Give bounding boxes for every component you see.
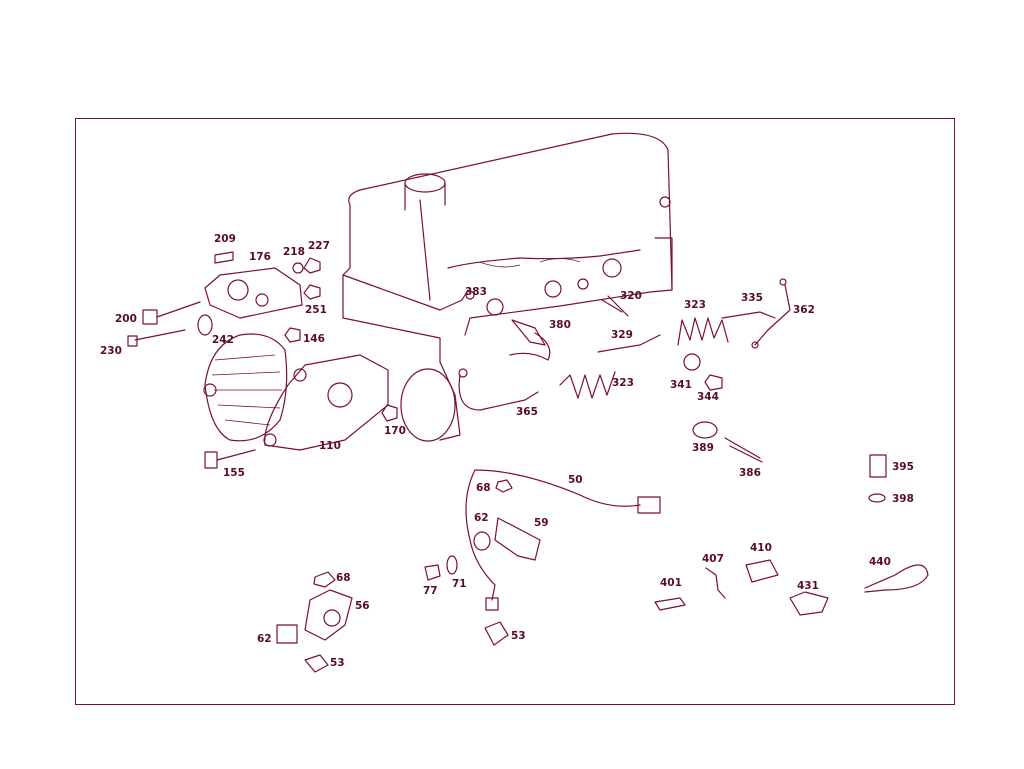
bracket-176 [204,267,303,319]
part-label-59: 59 [534,517,549,529]
part-label-320: 320 [620,290,642,302]
part-label-200: 200 [115,313,137,325]
part-label-68-left: 68 [336,572,351,584]
small-hardware [127,251,398,469]
part-label-407: 407 [702,553,724,565]
diagram-frame [75,118,955,705]
part-label-344: 344 [697,391,719,403]
part-label-77: 77 [423,585,438,597]
part-label-335: 335 [741,292,763,304]
part-label-323-lower: 323 [612,377,634,389]
lower-left-hardware [276,571,353,673]
part-label-401: 401 [660,577,682,589]
part-label-323-upper: 323 [684,299,706,311]
part-label-395: 395 [892,461,914,473]
part-label-398: 398 [892,493,914,505]
part-label-62-left: 62 [257,633,272,645]
part-label-386: 386 [739,467,761,479]
part-label-170: 170 [384,425,406,437]
part-label-71: 71 [452,578,467,590]
part-label-53-center: 53 [511,630,526,642]
sensors-and-wiring [458,278,887,503]
part-label-380: 380 [549,319,571,331]
part-label-155: 155 [223,467,245,479]
part-label-53-left: 53 [330,657,345,669]
part-label-62-center: 62 [474,512,489,524]
part-label-146: 146 [303,333,325,345]
clips-and-tie [654,559,929,616]
part-label-176: 176 [249,251,271,263]
part-label-50: 50 [568,474,583,486]
part-label-440: 440 [869,556,891,568]
part-label-242: 242 [212,334,234,346]
part-label-383: 383 [465,286,487,298]
part-label-341: 341 [670,379,692,391]
part-label-431: 431 [797,580,819,592]
lower-center-hardware [424,469,661,646]
part-label-230: 230 [100,345,122,357]
part-label-227: 227 [308,240,330,252]
part-label-365: 365 [516,406,538,418]
alternator [203,333,288,442]
bracket-110 [263,354,389,451]
part-label-389: 389 [692,442,714,454]
part-label-218: 218 [283,246,305,258]
part-label-68-center: 68 [476,482,491,494]
part-label-329: 329 [611,329,633,341]
part-label-209: 209 [214,233,236,245]
part-label-251: 251 [305,304,327,316]
part-label-410: 410 [750,542,772,554]
part-label-56: 56 [355,600,370,612]
part-label-110: 110 [319,440,341,452]
part-label-362: 362 [793,304,815,316]
engine-block [342,132,673,442]
